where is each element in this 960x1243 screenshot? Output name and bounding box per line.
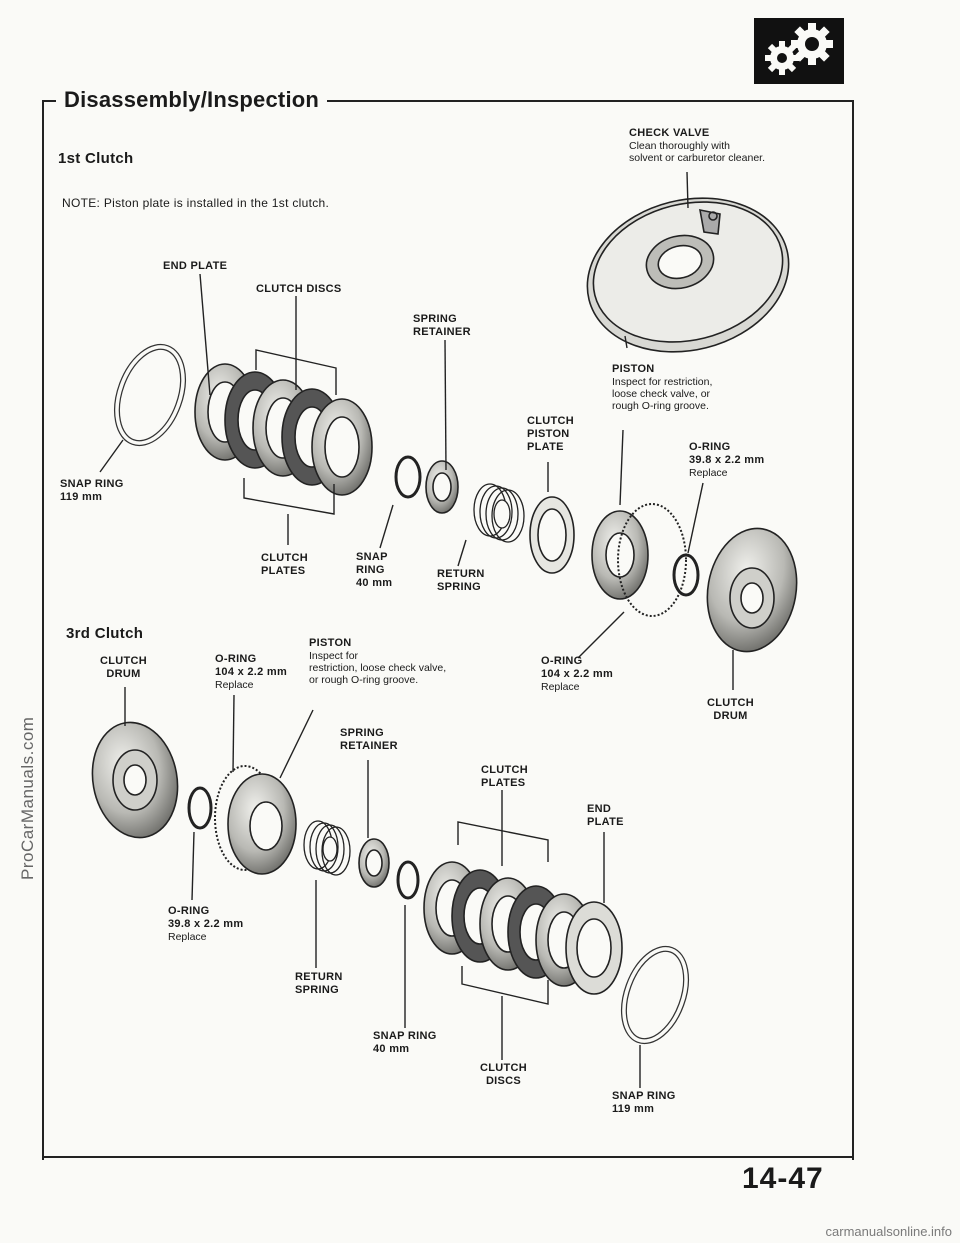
first-oring-large-size: 104 x 2.2 mm [541, 668, 614, 680]
third-return-spring-label: RETURN SPRING [295, 971, 343, 996]
third-piston-label: PISTON Inspect for restriction, loose ch… [309, 637, 446, 686]
third-oring-small-size: 39.8 x 2.2 mm [168, 918, 244, 930]
check-valve-label: CHECK VALVE Clean thoroughly with solven… [629, 127, 765, 164]
transmission-gear-icon [754, 18, 844, 84]
third-snap-ring-small-title: SNAP RING [373, 1030, 437, 1042]
third-snap-ring-large-size: 119 mm [612, 1103, 655, 1115]
third-clutch-drum-label: CLUTCH DRUM [100, 655, 148, 680]
note-text: Piston plate is installed in the 1st clu… [103, 196, 330, 210]
first-piston-desc: Inspect for restriction, loose check val… [612, 376, 713, 412]
third-piston-title: PISTON [309, 637, 352, 649]
first-piston-part [586, 197, 790, 353]
third-oring-large-size: 104 x 2.2 mm [215, 666, 288, 678]
first-oring-small-title: O-RING [689, 441, 731, 453]
third-oring-large-title: O-RING [215, 653, 257, 665]
note: NOTE: Piston plate is installed in the 1… [62, 197, 329, 210]
first-clutch-heading: 1st Clutch [58, 150, 134, 167]
page-frame [42, 100, 854, 1160]
first-oring-small-note: Replace [689, 467, 728, 479]
title-band: Disassembly/Inspection [56, 86, 328, 114]
third-oring-small-note: Replace [168, 931, 207, 943]
third-clutch-discs-label: CLUTCH DISCS [480, 1062, 528, 1087]
first-end-plate-label: END PLATE [163, 260, 228, 272]
check-valve-title: CHECK VALVE [629, 127, 710, 139]
third-end-plate-label: END PLATE [587, 803, 624, 828]
page-number: 14-47 [742, 1162, 824, 1195]
third-clutch-plates-label: CLUTCH PLATES [481, 764, 529, 789]
third-spring-retainer-label: SPRING RETAINER [340, 727, 398, 752]
first-spring-retainer-label: SPRING RETAINER [413, 313, 471, 338]
first-piston-title: PISTON [612, 363, 655, 375]
first-clutch-plates-label: CLUTCH PLATES [261, 552, 309, 577]
first-snap-ring-large-label: SNAP RING 119 mm [60, 478, 124, 504]
third-clutch-heading: 3rd Clutch [66, 625, 144, 642]
first-return-spring-label: RETURN SPRING [437, 568, 485, 593]
third-snap-ring-large-label: SNAP RING 119 mm [612, 1090, 676, 1116]
first-oring-small-label: O-RING 39.8 x 2.2 mm Replace [689, 441, 764, 479]
page-frame-bottom [42, 1156, 852, 1158]
first-oring-large-note: Replace [541, 681, 580, 693]
third-oring-large-note: Replace [215, 679, 254, 691]
first-oring-small-size: 39.8 x 2.2 mm [689, 454, 765, 466]
first-snap-ring-small-title: SNAP RING [356, 551, 388, 576]
note-label: NOTE: [62, 196, 101, 210]
clutch-piston-plate-label: CLUTCH PISTON PLATE [527, 415, 575, 453]
first-snap-ring-large-size: 119 mm [60, 491, 103, 503]
third-piston-desc: Inspect for restriction, loose check val… [309, 650, 447, 686]
check-valve-desc: Clean thoroughly with solvent or carbure… [629, 140, 765, 164]
side-watermark: ProCarManuals.com [18, 716, 37, 880]
third-oring-small-title: O-RING [168, 905, 210, 917]
first-oring-large-label: O-RING 104 x 2.2 mm Replace [541, 655, 613, 693]
first-snap-ring-small-size: 40 mm [356, 577, 393, 589]
third-oring-small-label: O-RING 39.8 x 2.2 mm Replace [168, 905, 243, 943]
first-snap-ring-large-title: SNAP RING [60, 478, 124, 490]
third-snap-ring-small-label: SNAP RING 40 mm [373, 1030, 437, 1056]
first-piston-label: PISTON Inspect for restriction, loose ch… [612, 363, 712, 412]
footer-watermark: carmanualsonline.info [825, 1224, 952, 1239]
first-clutch-drum-label: CLUTCH DRUM [707, 697, 755, 722]
first-snap-ring-small-label: SNAP RING 40 mm [356, 551, 392, 590]
third-snap-ring-small-size: 40 mm [373, 1043, 410, 1055]
first-clutch-discs-label: CLUTCH DISCS [256, 283, 342, 295]
first-oring-large-title: O-RING [541, 655, 583, 667]
page-title: Disassembly/Inspection [64, 87, 320, 112]
third-snap-ring-large-title: SNAP RING [612, 1090, 676, 1102]
third-oring-large-label: O-RING 104 x 2.2 mm Replace [215, 653, 287, 691]
